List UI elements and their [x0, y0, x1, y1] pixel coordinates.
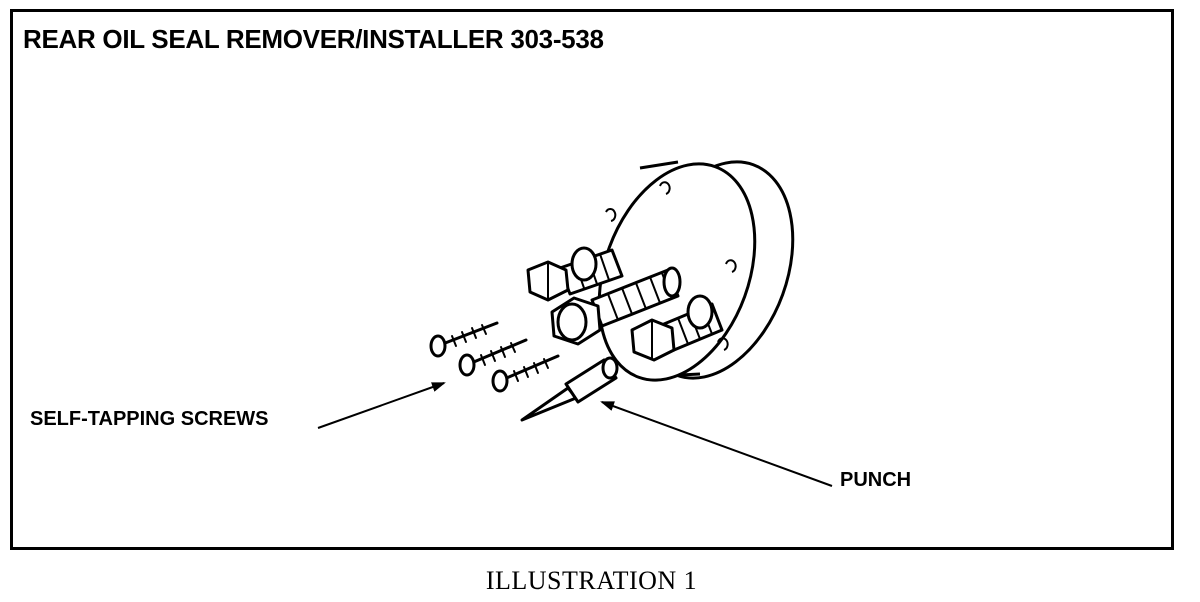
punch-tool — [520, 356, 619, 422]
illustration-frame: REAR OIL SEAL REMOVER/INSTALLER 303-538 — [10, 9, 1174, 550]
screw-2 — [458, 338, 528, 377]
punch-leader-arrow — [600, 401, 833, 487]
punch-label: PUNCH — [840, 469, 912, 491]
bolt-upper — [526, 246, 624, 302]
screws-leader-arrow — [317, 382, 446, 429]
bolt-lower — [630, 294, 724, 362]
screw-3 — [491, 354, 560, 393]
self-tapping-screws — [429, 321, 560, 393]
diagram-title: REAR OIL SEAL REMOVER/INSTALLER 303-538 — [23, 24, 604, 54]
illustration-caption: ILLUSTRATION 1 — [485, 566, 698, 595]
bolts — [526, 246, 724, 362]
screws-label: SELF-TAPPING SCREWS — [30, 408, 269, 430]
screw-1 — [429, 321, 499, 358]
bolt-center — [550, 266, 682, 346]
